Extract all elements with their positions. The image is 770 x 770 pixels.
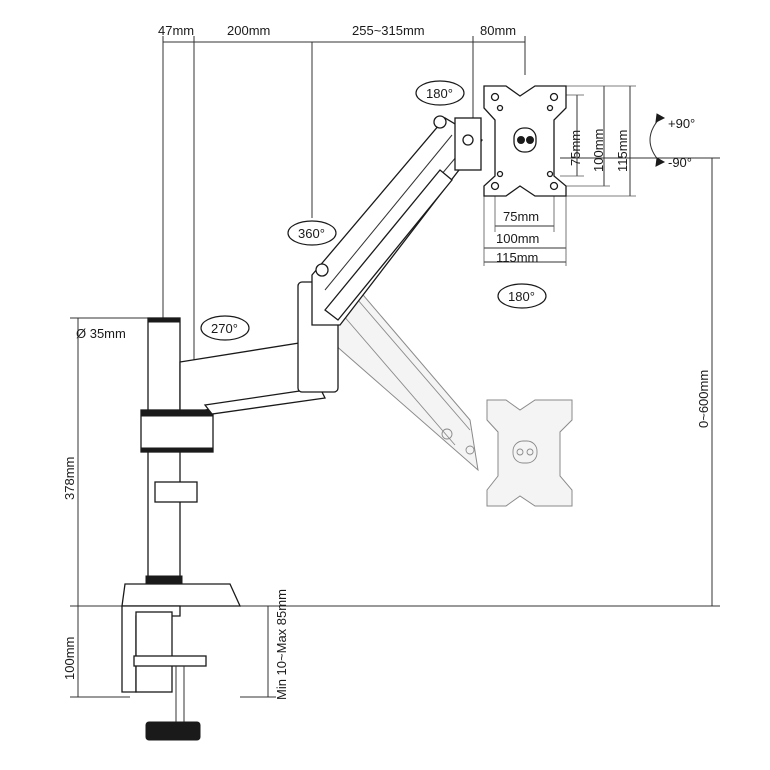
rot-arm-360: 360° [298,226,325,241]
rot-tilt-minus: -90° [668,155,692,170]
rot-tilt-plus: +90° [668,116,695,131]
ghost-arm-position [317,267,573,507]
upper-arm [311,115,483,326]
dim-height-range: 0~600mm [696,370,711,428]
dimension-lines [70,36,720,698]
dim-255-315: 255~315mm [352,23,425,38]
vesa-h-75: 75mm [503,209,539,224]
vesa-v-100: 100mm [591,129,606,172]
dim-80: 80mm [480,23,516,38]
rot-plate-180: 180° [508,289,535,304]
rot-top-180: 180° [426,86,453,101]
lower-arm [179,281,339,415]
desk-clamp [121,583,242,741]
vesa-h-115: 115mm [496,250,538,265]
dim-47: 47mm [158,23,194,38]
dim-clamp-height: 100mm [62,637,77,680]
dim-clamp-opening: Min 10~Max 85mm [274,589,289,700]
dim-200: 200mm [227,23,270,38]
dimension-labels: 47mm 200mm 255~315mm 80mm Ø 35mm 180° 36… [62,23,711,700]
pole [140,317,214,585]
vesa-v-115: 115mm [615,130,630,172]
vesa-v-75: 75mm [568,130,583,166]
vesa-plate [483,85,567,197]
vesa-h-100: 100mm [496,231,539,246]
rot-base-270: 270° [211,321,238,336]
dim-pole-height: 378mm [62,457,77,500]
dim-pole-diameter: Ø 35mm [76,326,126,341]
rotation-indicators [200,80,666,341]
